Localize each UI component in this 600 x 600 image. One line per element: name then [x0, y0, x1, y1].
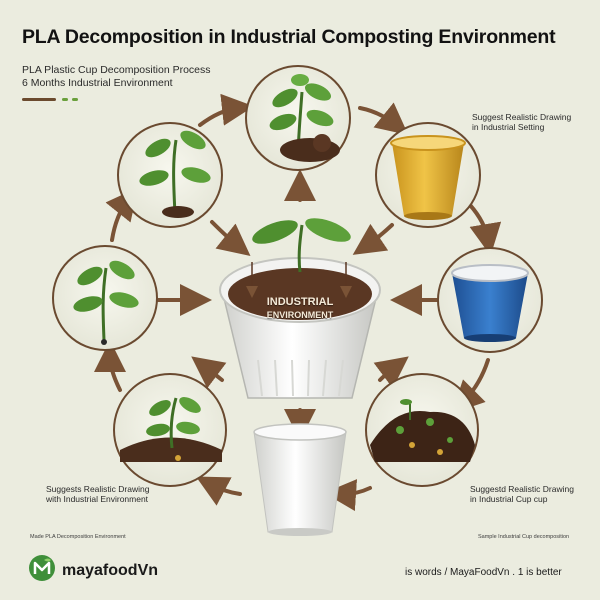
note-bottom-left-line1: Suggests Realistic Drawing: [46, 484, 150, 494]
fine-print-right: Sample Industrial Cup decomposition: [478, 534, 570, 540]
center-industrial-pot: [219, 218, 381, 399]
note-bottom-right-line1: Suggestd Realistic Drawing: [470, 484, 574, 494]
stage-yellow-cup: [375, 122, 481, 228]
stage-white-cup: [253, 423, 347, 536]
brand-name: mayafoodVn: [62, 562, 159, 579]
center-label-top: INDUSTRIAL: [266, 296, 334, 308]
accent-dashes: [22, 98, 78, 101]
page-title: PLA Decomposition in Industrial Composti…: [22, 26, 556, 48]
stage-top-sprout: [245, 65, 351, 171]
subtitle-process: PLA Plastic Cup Decomposition Process: [22, 64, 211, 76]
stage-bottom-right-compost: [365, 373, 479, 487]
note-top-right-line1: Suggest Realistic Drawing: [472, 112, 572, 122]
subtitle-duration: 6 Months Industrial Environment: [22, 77, 173, 89]
note-bottom-left: Suggests Realistic Drawing with Industri…: [46, 484, 149, 504]
stage-top-left-plant: [117, 122, 223, 228]
stage-left-plant: [52, 245, 158, 351]
note-top-right-line2: in Industrial Setting: [472, 122, 545, 132]
note-bottom-right-line2: in Industrial Cup cup: [470, 494, 548, 504]
note-bottom-left-line2: with Industrial Environment: [46, 494, 149, 504]
center-label-bottom: ENVIRONMENT: [266, 310, 334, 320]
fine-print-left: Made PLA Decomposition Environment: [30, 534, 126, 540]
note-top-right: Suggest Realistic Drawing in Industrial …: [472, 112, 571, 132]
brand-logo-icon: [29, 555, 55, 581]
stage-bottom-left-seedling: [113, 373, 227, 487]
footer-tagline: is words / MayaFoodVn . 1 is better: [405, 567, 562, 578]
stage-blue-cup: [437, 247, 543, 353]
note-bottom-right: Suggestd Realistic Drawing in Industrial…: [470, 484, 574, 504]
